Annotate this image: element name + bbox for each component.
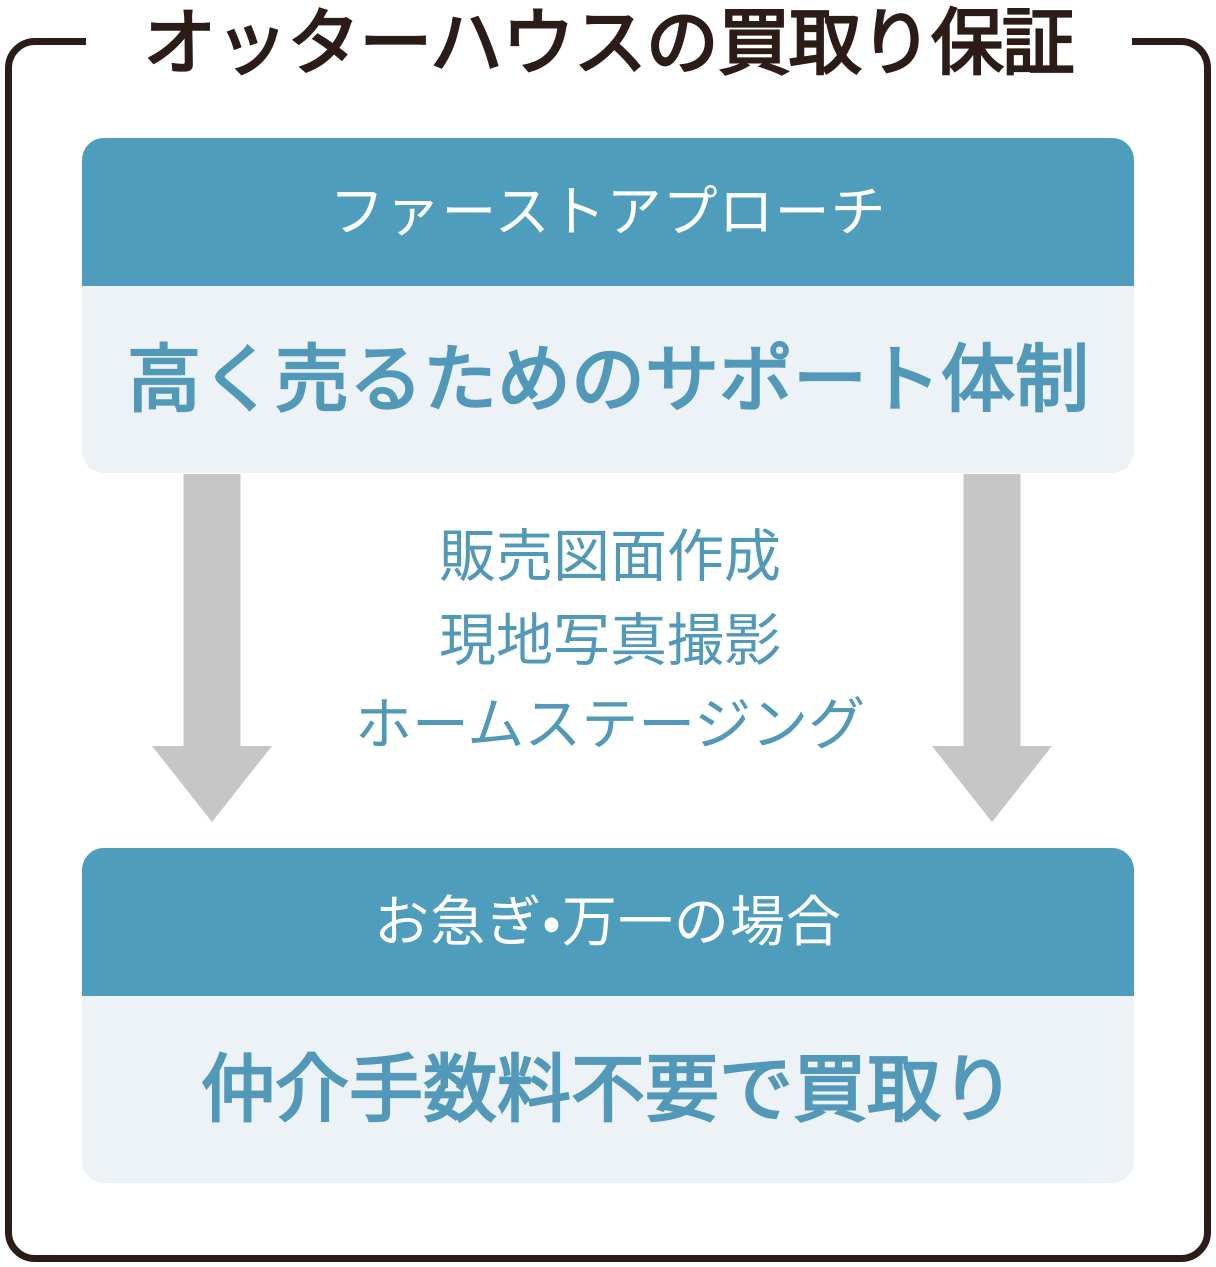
card-first-approach-header: ファーストアプローチ <box>82 138 1134 286</box>
arrow-down-left-icon <box>152 474 272 822</box>
service-item-1: 現地写真撮影 <box>439 608 781 673</box>
card-urgent-case-body: 仲介手数料不要で買取り <box>201 1047 1015 1131</box>
service-list: 販売図面作成 現地写真撮影 ホームステージング <box>300 525 920 757</box>
card-first-approach: ファーストアプローチ 高く売るためのサポート体制 <box>82 138 1134 473</box>
card-urgent-case: お急ぎ・万一の場合 仲介手数料不要で買取り <box>82 848 1134 1183</box>
service-item-2: ホームステージング <box>354 692 866 757</box>
card-urgent-case-header: お急ぎ・万一の場合 <box>82 848 1134 996</box>
page-title-strong: 買取り保証 <box>717 2 1075 84</box>
arrow-down-right-icon <box>932 474 1052 822</box>
card-first-approach-body: 高く売るためのサポート体制 <box>127 337 1089 421</box>
page-title: オッターハウスの買取り保証 <box>0 0 1216 86</box>
service-item-0: 販売図面作成 <box>439 525 781 589</box>
page-title-prefix: オッターハウスの <box>143 2 719 84</box>
frame-title-gap <box>86 20 1132 60</box>
